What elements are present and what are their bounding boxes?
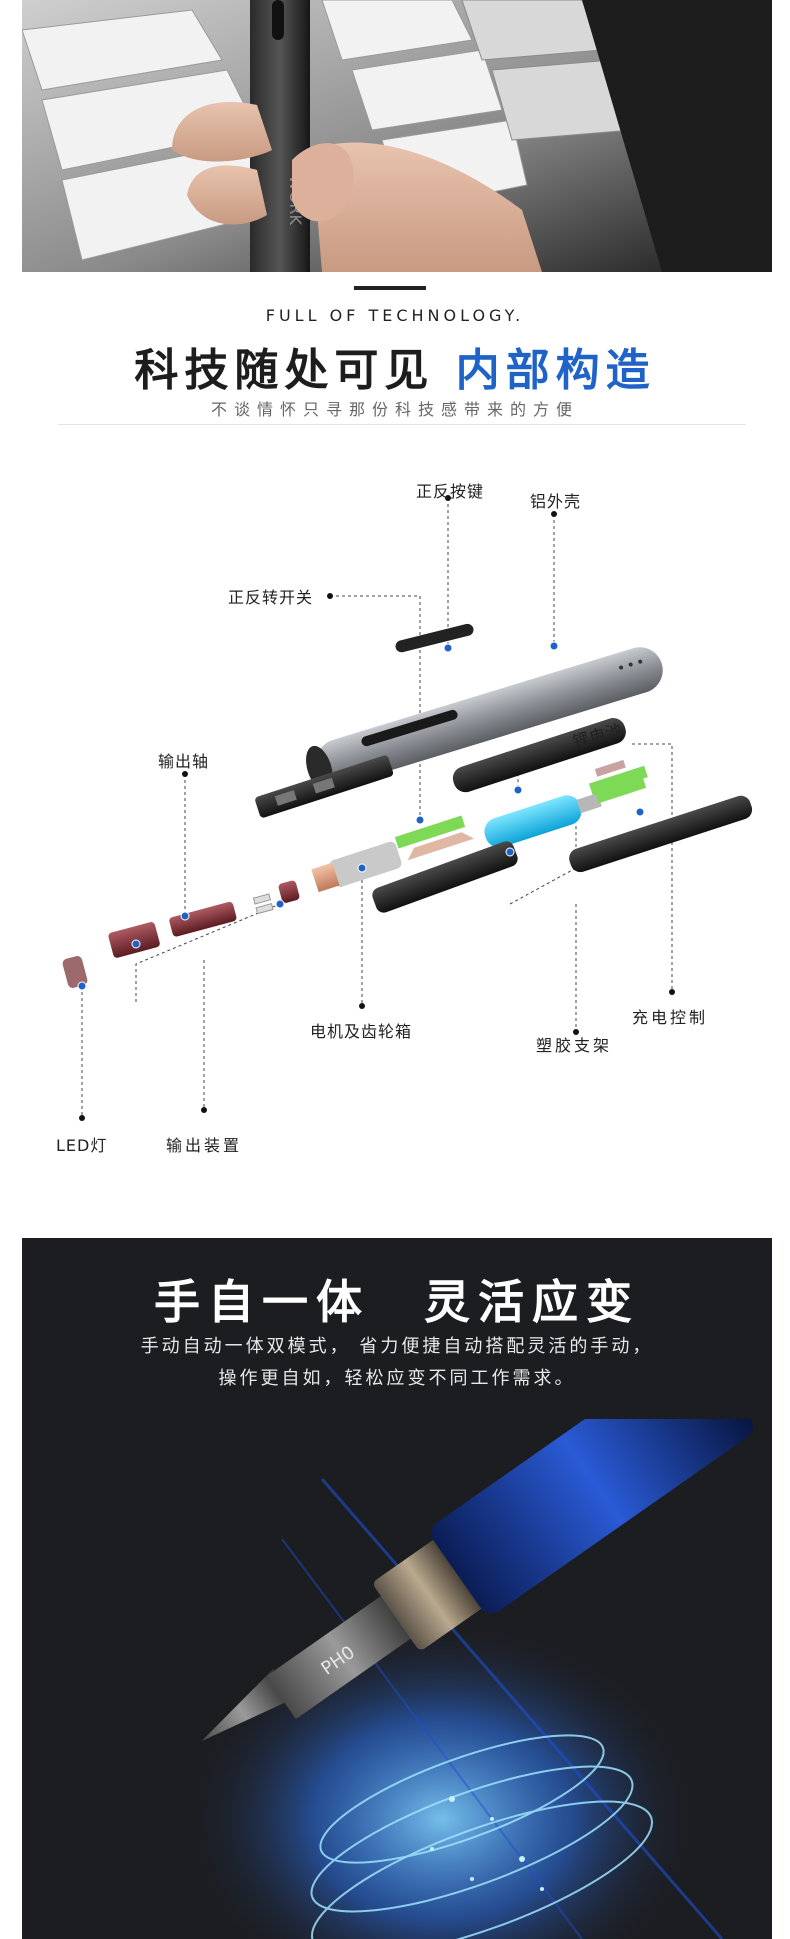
section-headline: 科技随处可见 内部构造	[0, 334, 790, 398]
label-output-device: 输出装置	[166, 1136, 243, 1155]
label-plastic-bracket: 塑胶支架	[536, 1036, 613, 1055]
tech-section-header: FULL OF TECHNOLOGY. 科技随处可见 内部构造 不谈情怀只寻那份…	[0, 272, 790, 432]
section2-line2: 操作更自如，轻松应变不同工作需求。	[218, 1368, 576, 1389]
label-motor-gearbox: 电机及齿轮箱	[310, 1022, 413, 1041]
header-divider	[58, 424, 746, 425]
label-charge-control: 充电控制	[632, 1008, 709, 1027]
section-subline: 不谈情怀只寻那份科技感带来的方便	[210, 400, 579, 419]
label-aluminum-shell: 铝外壳	[530, 492, 582, 511]
label-output-shaft: 输出轴	[158, 752, 210, 771]
label-forward-reverse-switch: 正反转开关	[228, 588, 314, 607]
header-accent-bar	[354, 286, 426, 290]
screwdriver-illustration: PH0	[182, 1419, 753, 1939]
hero-photo: WORK	[22, 0, 772, 272]
exploded-view-illustration	[62, 495, 753, 1121]
hero-illustration: WORK	[22, 0, 772, 272]
exploded-view-diagram: 正反按键 铝外壳 正反转开关 锂电池 输出轴 充电控制 电机及齿轮箱 塑胶支架 …	[0, 432, 790, 1212]
section2-title: 手自一体 灵活应变	[154, 1275, 640, 1329]
headline-accent: 内部构造	[455, 345, 656, 396]
section2-line1: 手动自动一体双模式， 省力便捷自动搭配灵活的手动，	[140, 1336, 654, 1357]
section-eyebrow: FULL OF TECHNOLOGY.	[265, 306, 525, 325]
label-led-light: LED灯	[56, 1136, 108, 1155]
label-forward-reverse-button: 正反按键	[416, 482, 485, 501]
headline-main: 科技随处可见	[134, 345, 435, 396]
manual-auto-section: 手自一体 灵活应变 手动自动一体双模式， 省力便捷自动搭配灵活的手动， 操作更自…	[22, 1238, 772, 1939]
